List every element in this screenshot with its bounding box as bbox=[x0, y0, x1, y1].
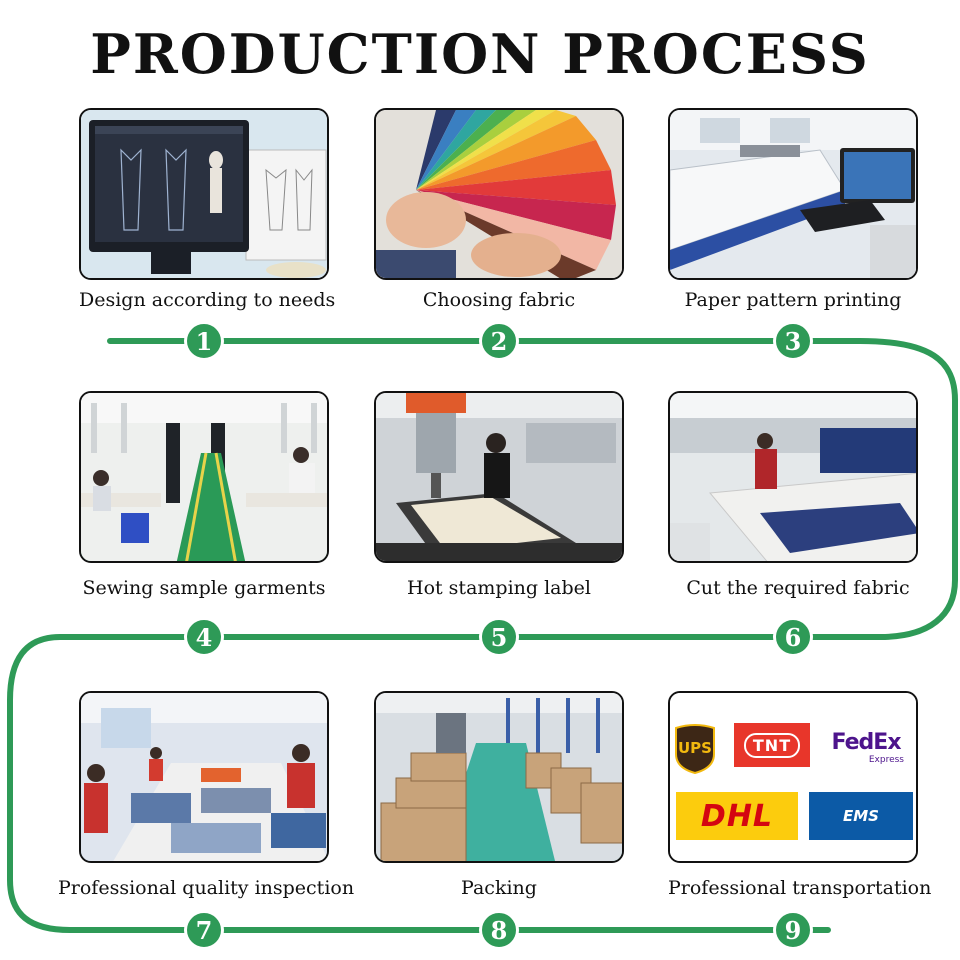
step-4-image bbox=[79, 391, 329, 563]
step-4-badge: 4 bbox=[184, 617, 224, 657]
step-8-caption: Packing bbox=[461, 877, 537, 899]
dhl-logo: DHL bbox=[676, 792, 798, 840]
warehouse-boxes-photo bbox=[376, 693, 622, 861]
step-1-image bbox=[79, 108, 329, 280]
fedex-logo: FedEx Express bbox=[831, 729, 904, 765]
ems-logo: EMS bbox=[809, 792, 913, 840]
fabric-swatch-fan-photo bbox=[376, 110, 622, 278]
step-9-badge: 9 bbox=[773, 910, 813, 950]
step-3-caption: Paper pattern printing bbox=[684, 289, 902, 311]
step-7-caption: Professional quality inspection bbox=[58, 877, 355, 899]
tnt-logo: TNT bbox=[734, 723, 810, 767]
sewing-workshop-photo bbox=[81, 393, 327, 561]
pattern-plotter-photo bbox=[670, 110, 916, 278]
step-1-caption: Design according to needs bbox=[79, 289, 336, 311]
step-4-caption: Sewing sample garments bbox=[82, 577, 326, 599]
step-9-caption: Professional transportation bbox=[668, 877, 932, 899]
step-6-image bbox=[668, 391, 918, 563]
step-5-image bbox=[374, 391, 624, 563]
step-2-caption: Choosing fabric bbox=[422, 289, 576, 311]
step-5-badge: 5 bbox=[479, 617, 519, 657]
step-5-caption: Hot stamping label bbox=[407, 577, 591, 599]
step-3-image bbox=[668, 108, 918, 280]
step-2-image bbox=[374, 108, 624, 280]
step-8-image bbox=[374, 691, 624, 863]
step-6-badge: 6 bbox=[773, 617, 813, 657]
step-9-image: UPS TNT FedEx Express DHL EMS bbox=[668, 691, 918, 863]
step-6-caption: Cut the required fabric bbox=[686, 577, 910, 599]
step-8-badge: 8 bbox=[479, 910, 519, 950]
heat-press-photo bbox=[376, 393, 622, 561]
designer-computer-photo bbox=[81, 110, 327, 278]
ups-logo: UPS bbox=[674, 724, 716, 774]
step-7-badge: 7 bbox=[184, 910, 224, 950]
step-7-image bbox=[79, 691, 329, 863]
fabric-cutting-photo bbox=[670, 393, 916, 561]
step-1-badge: 1 bbox=[184, 321, 224, 361]
courier-logos: UPS TNT FedEx Express DHL EMS bbox=[670, 693, 916, 861]
step-2-badge: 2 bbox=[479, 321, 519, 361]
page-title: PRODUCTION PROCESS bbox=[90, 22, 870, 86]
quality-inspection-photo bbox=[81, 693, 327, 861]
step-3-badge: 3 bbox=[773, 321, 813, 361]
